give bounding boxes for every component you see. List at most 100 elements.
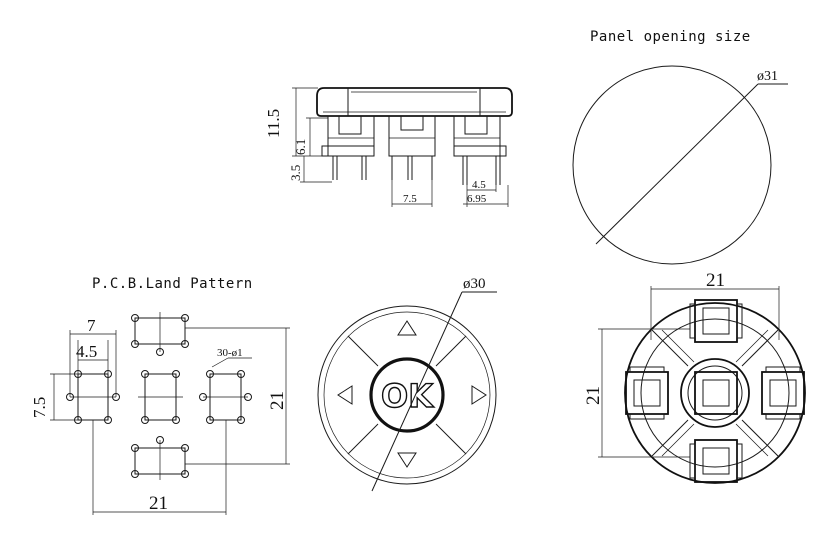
bottom-rib-se <box>741 419 779 457</box>
pcb-hole <box>172 370 180 378</box>
pcb-hole <box>156 436 164 444</box>
bottom-switch-top-tab-r <box>736 303 743 339</box>
pcb-hole <box>199 393 207 401</box>
side-switch-right-base <box>453 145 507 157</box>
pcb-holes <box>66 314 252 478</box>
bottom-switch-left-tab-t <box>629 366 665 373</box>
bottom-switch-bottom-body <box>694 439 738 483</box>
front-outer-ring <box>317 305 497 485</box>
bottom-outer-ring <box>624 302 806 484</box>
pcb-dim-7-label: 7 <box>87 316 96 335</box>
front-divider-se <box>435 423 467 455</box>
bottom-center-ring-inner <box>687 365 743 421</box>
ok-button-label: OK <box>381 377 434 415</box>
pcb-pad-top <box>134 312 186 352</box>
pcb-hole <box>131 340 139 348</box>
pcb-pad-bottom <box>134 440 186 480</box>
dim-4-5-label: 4.5 <box>472 179 486 191</box>
front-diameter-label: ø30 <box>463 276 486 292</box>
pcb-hole <box>104 416 112 424</box>
pcb-dim-4-5-label: 4.5 <box>76 342 97 361</box>
bottom-switch-bottom-tab-l <box>689 443 696 479</box>
pcb-hole <box>172 416 180 424</box>
bottom-inner-ring <box>640 318 790 468</box>
side-switch-left-base <box>321 145 375 157</box>
pcb-pad-center <box>138 373 183 421</box>
bottom-rib-nw-2 <box>661 329 695 363</box>
side-switch-right <box>453 115 507 185</box>
side-switch-right-body <box>453 115 501 157</box>
panel-opening-title: Panel opening size <box>590 29 751 45</box>
bottom-switch-center-inner <box>702 379 730 407</box>
pcb-hole <box>181 470 189 478</box>
bottom-switch-top-inner <box>702 307 730 335</box>
pcb-hole <box>131 444 139 452</box>
panel-opening-circle <box>572 65 772 265</box>
pcb-hole <box>131 470 139 478</box>
pcb-hole <box>206 370 214 378</box>
side-view: 11.5 6.1 3.5 7.5 4.5 6.95 <box>264 87 513 207</box>
bottom-center-ring <box>680 358 750 428</box>
side-switch-left <box>321 115 375 180</box>
pcb-hole <box>244 393 252 401</box>
pcb-title: P.C.B.Land Pattern <box>92 276 253 292</box>
pcb-hole <box>206 416 214 424</box>
bottom-switch-top-tab-l <box>689 303 696 339</box>
bottom-switch-bottom-tab-r <box>736 443 743 479</box>
bottom-rib-ne <box>741 329 779 367</box>
pcb-hole <box>181 444 189 452</box>
front-divider-nw <box>347 335 379 367</box>
hole-callout-leader <box>211 357 229 368</box>
pcb-land-pattern: P.C.B.Land Pattern <box>30 276 290 515</box>
pcb-dim-7-5-label: 7.5 <box>30 397 49 418</box>
panel-diameter-label: ø31 <box>757 69 778 84</box>
dim-11-5-label: 11.5 <box>264 109 283 138</box>
pcb-dim-21-h-label: 21 <box>149 493 168 514</box>
bottom-dim-w-label: 21 <box>706 270 725 291</box>
front-inner-ring <box>323 311 491 479</box>
dim-3-5-label: 3.5 <box>288 165 303 181</box>
bottom-switch-left-tab-b <box>629 413 665 420</box>
side-switch-center <box>388 115 436 180</box>
side-switch-center-plunger <box>400 115 424 131</box>
dim-6-1-label: 6.1 <box>293 139 308 155</box>
arrow-left-icon <box>337 385 353 405</box>
bottom-switch-right-body <box>761 371 805 415</box>
bottom-switch-center-body <box>694 371 738 415</box>
bottom-rib-nw <box>651 329 689 367</box>
bottom-dim-h-label: 21 <box>583 386 604 405</box>
bottom-switch-center <box>694 371 738 415</box>
pcb-hole <box>131 314 139 322</box>
front-view: OK ø30 <box>317 276 497 492</box>
bottom-switch-left-body <box>625 371 669 415</box>
pcb-hole <box>141 416 149 424</box>
bottom-switch-left-inner <box>633 379 661 407</box>
bottom-switch-right-tab-b <box>765 413 801 420</box>
bottom-view: 21 21 <box>583 270 806 484</box>
pcb-holes-label: 30-ø1 <box>217 347 243 359</box>
dim-7-5-label: 7.5 <box>403 193 417 205</box>
side-switch-left-body <box>327 115 375 157</box>
pcb-pad-right <box>203 373 248 421</box>
pcb-hole <box>237 370 245 378</box>
bottom-switch-left <box>625 366 669 420</box>
bottom-rib-sw-2 <box>661 423 695 457</box>
pcb-hole <box>181 314 189 322</box>
bottom-switch-right-inner <box>769 379 797 407</box>
panel-diameter-leader <box>595 83 759 245</box>
pcb-pad-left <box>70 373 116 421</box>
side-switch-center-body <box>388 115 436 157</box>
side-switch-left-plunger <box>338 115 362 135</box>
arrow-down-icon <box>397 452 417 468</box>
arrow-up-icon <box>397 320 417 336</box>
side-cap-outline <box>316 87 513 117</box>
side-switch-right-plunger <box>464 115 488 135</box>
dim-6-95-label: 6.95 <box>467 193 487 205</box>
front-divider-ne <box>435 335 467 367</box>
bottom-switch-right <box>761 366 805 420</box>
pcb-hole <box>181 340 189 348</box>
bottom-rib-sw <box>651 419 689 457</box>
bottom-switch-top <box>689 299 743 343</box>
pcb-hole <box>237 416 245 424</box>
